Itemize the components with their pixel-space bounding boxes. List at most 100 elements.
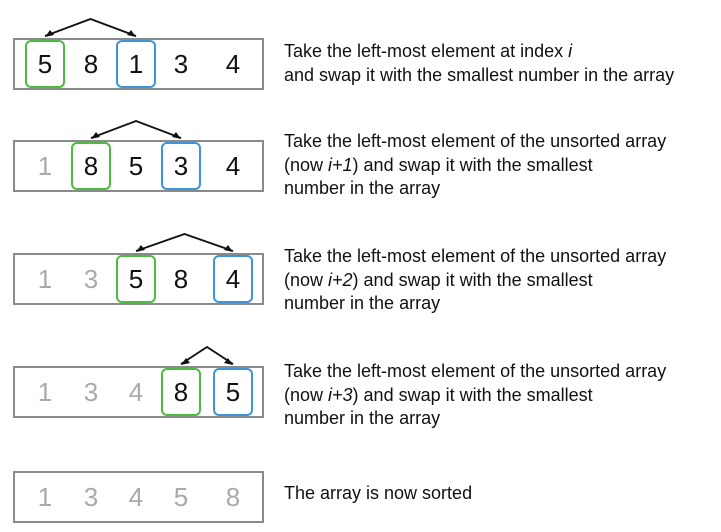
cell-value: 4 bbox=[225, 263, 241, 294]
step-description: Take the left-most element of the unsort… bbox=[284, 360, 714, 431]
cell-value: 4 bbox=[225, 150, 241, 181]
smallest-element-highlight bbox=[213, 368, 253, 416]
cell-value: 3 bbox=[173, 150, 189, 181]
swap-arrow-line bbox=[135, 233, 234, 252]
description-line: (now i+1) and swap it with the smallest bbox=[284, 154, 714, 178]
description-text: (now bbox=[284, 269, 329, 290]
cell-value: 3 bbox=[83, 481, 99, 512]
arrowhead-icon bbox=[127, 30, 136, 37]
arrowhead-icon bbox=[181, 358, 190, 365]
cell-value: 8 bbox=[173, 263, 189, 294]
array-cell-current: 5 bbox=[25, 40, 65, 88]
index-variable: i+2 bbox=[328, 269, 353, 290]
description-line: and swap it with the smallest number in … bbox=[284, 64, 714, 88]
cell-value: 5 bbox=[225, 376, 241, 407]
description-text: and swap it with the smallest number in … bbox=[284, 64, 675, 85]
array-cell-sorted: 3 bbox=[71, 473, 111, 521]
array-cell-sorted: 1 bbox=[25, 255, 65, 303]
array-cell-current: 8 bbox=[161, 368, 201, 416]
description-text: number in the array bbox=[284, 293, 441, 313]
cell-value: 5 bbox=[37, 48, 53, 79]
smallest-element-highlight bbox=[116, 40, 156, 88]
description-line: number in the array bbox=[284, 407, 714, 431]
description-line: (now i+3) and swap it with the smallest bbox=[284, 384, 714, 408]
array-cell-sorted: 8 bbox=[213, 473, 253, 521]
arrowhead-icon bbox=[224, 245, 233, 252]
cell-value: 3 bbox=[83, 263, 99, 294]
array-cell: 8 bbox=[71, 40, 111, 88]
array-cell: 4 bbox=[213, 142, 253, 190]
step-description: Take the left-most element of the unsort… bbox=[284, 245, 714, 316]
arrowhead-icon bbox=[224, 358, 233, 365]
description-line: number in the array bbox=[284, 292, 714, 316]
array-cell-sorted: 4 bbox=[116, 473, 156, 521]
description-text: The array is now sorted bbox=[284, 483, 473, 503]
swap-arrow-line bbox=[180, 345, 234, 365]
swap-arrow-line bbox=[44, 18, 137, 37]
current-element-highlight bbox=[25, 40, 65, 88]
cell-value: 4 bbox=[128, 481, 144, 512]
description-text: Take the left-most element at index bbox=[284, 41, 569, 61]
array-cell: 5 bbox=[116, 142, 156, 190]
array-cell-sorted: 1 bbox=[25, 368, 65, 416]
arrowhead-icon bbox=[136, 245, 145, 252]
index-variable: i bbox=[568, 41, 573, 61]
smallest-element-highlight bbox=[161, 142, 201, 190]
arrowhead-icon bbox=[172, 132, 181, 139]
array-cell: 4 bbox=[213, 40, 253, 88]
description-line: Take the left-most element of the unsort… bbox=[284, 360, 714, 384]
array-cell-sorted: 5 bbox=[161, 473, 201, 521]
current-element-highlight bbox=[116, 255, 156, 303]
index-variable: i+3 bbox=[328, 384, 353, 405]
cell-value: 3 bbox=[83, 376, 99, 407]
description-line: The array is now sorted bbox=[284, 482, 714, 506]
description-text: (now bbox=[284, 154, 329, 175]
cell-value: 1 bbox=[37, 150, 53, 181]
cell-value: 8 bbox=[83, 150, 99, 181]
cell-value: 3 bbox=[173, 48, 189, 79]
description-text: (now bbox=[284, 384, 329, 405]
description-text: number in the array bbox=[284, 178, 441, 198]
description-text: ) and swap it with the smallest bbox=[352, 384, 593, 405]
cell-value: 1 bbox=[128, 48, 144, 79]
array-cell-sorted: 1 bbox=[25, 142, 65, 190]
array-cell-smallest: 4 bbox=[213, 255, 253, 303]
array-cell-smallest: 1 bbox=[116, 40, 156, 88]
array-cell: 8 bbox=[161, 255, 201, 303]
description-text: Take the left-most element of the unsort… bbox=[284, 131, 667, 151]
description-text: number in the array bbox=[284, 408, 441, 428]
array-cell-sorted: 3 bbox=[71, 255, 111, 303]
description-line: (now i+2) and swap it with the smallest bbox=[284, 269, 714, 293]
array-cell-sorted: 4 bbox=[116, 368, 156, 416]
cell-value: 4 bbox=[225, 48, 241, 79]
step-description: The array is now sorted bbox=[284, 482, 714, 506]
cell-value: 1 bbox=[37, 376, 53, 407]
arrowhead-icon bbox=[45, 30, 54, 37]
array-cell-smallest: 5 bbox=[213, 368, 253, 416]
description-line: Take the left-most element of the unsort… bbox=[284, 245, 714, 269]
step-description: Take the left-most element of the unsort… bbox=[284, 130, 714, 201]
description-text: Take the left-most element of the unsort… bbox=[284, 361, 667, 381]
current-element-highlight bbox=[161, 368, 201, 416]
swap-arrow-line bbox=[90, 120, 182, 139]
current-element-highlight bbox=[71, 142, 111, 190]
array-cell-smallest: 3 bbox=[161, 142, 201, 190]
cell-value: 5 bbox=[173, 481, 189, 512]
cell-value: 1 bbox=[37, 263, 53, 294]
cell-value: 4 bbox=[128, 376, 144, 407]
array-cell-current: 5 bbox=[116, 255, 156, 303]
cell-value: 1 bbox=[37, 481, 53, 512]
smallest-element-highlight bbox=[213, 255, 253, 303]
index-variable: i+1 bbox=[328, 154, 353, 175]
description-text: ) and swap it with the smallest bbox=[352, 269, 593, 290]
cell-value: 8 bbox=[83, 48, 99, 79]
description-line: Take the left-most element at index i bbox=[284, 40, 714, 64]
cell-value: 5 bbox=[128, 263, 144, 294]
description-text: Take the left-most element of the unsort… bbox=[284, 246, 667, 266]
array-cell: 3 bbox=[161, 40, 201, 88]
